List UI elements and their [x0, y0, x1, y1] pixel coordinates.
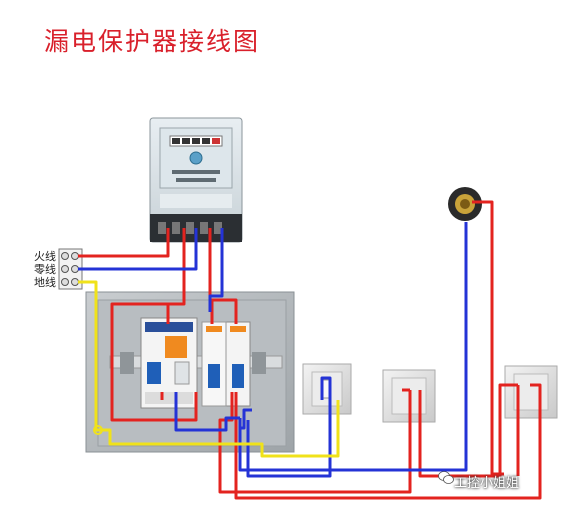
rcd-breaker-icon [140, 317, 198, 409]
terminal-label-ground: 地线 [34, 275, 56, 289]
switch-plate-icon [302, 363, 352, 415]
socket-icon [504, 365, 558, 419]
terminal-label-neutral: 零线 [34, 262, 56, 276]
wechat-icon [438, 471, 454, 484]
watermark-text: 工控小姐姐 [454, 476, 520, 491]
breaker-icon [201, 321, 251, 407]
energy-meter-icon [149, 117, 243, 243]
diagram-title: 漏电保护器接线图 [44, 27, 261, 56]
ground-wire [78, 280, 340, 458]
ground-terminal [93, 425, 103, 435]
terminal-label-live: 火线 [34, 249, 56, 263]
lamp-holder-icon [448, 187, 482, 221]
